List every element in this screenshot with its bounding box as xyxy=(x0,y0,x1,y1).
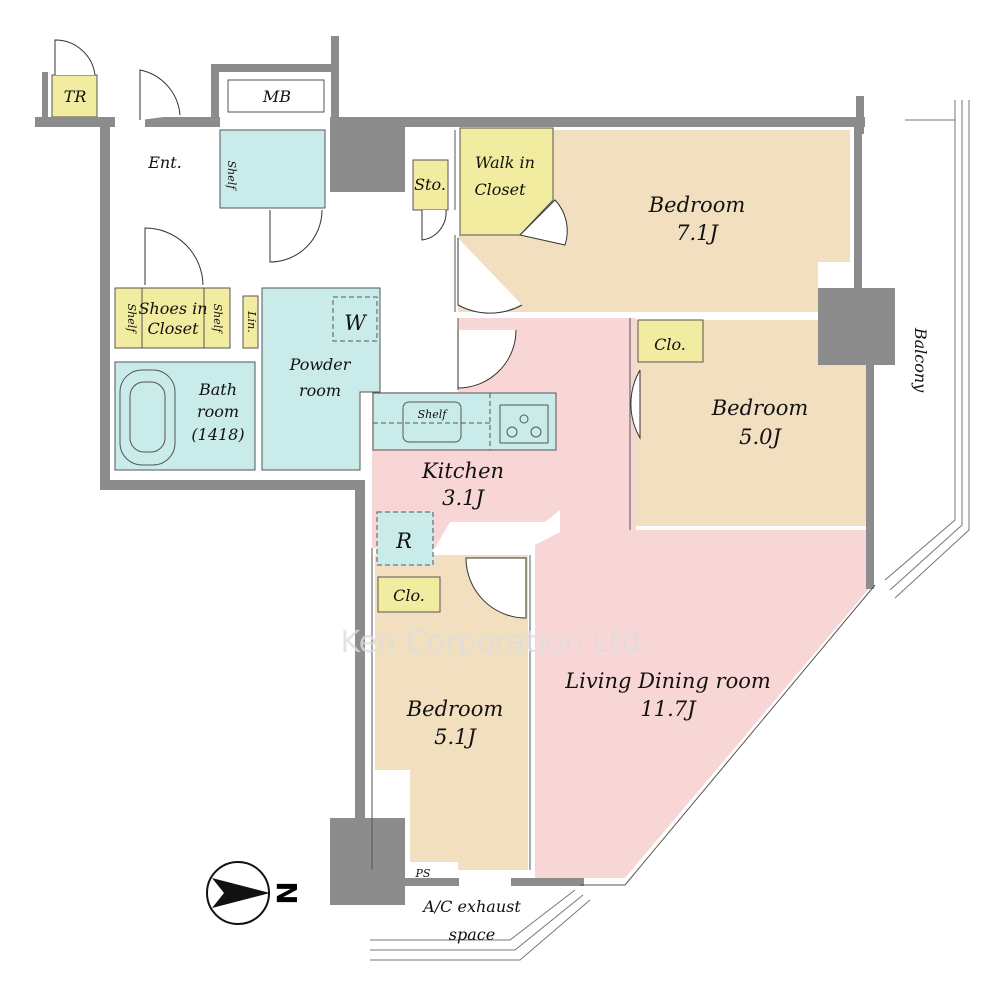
compass-label: N xyxy=(270,881,303,904)
fridge-space xyxy=(376,511,434,566)
living-dining-name: Living Dining room xyxy=(564,669,771,693)
living-dining-room xyxy=(372,318,868,878)
watermark: Ken Corporation Ltd. xyxy=(341,625,650,660)
kitchen-shelf-label: Shelf xyxy=(418,408,449,421)
clo-label: Clo. xyxy=(654,335,686,354)
washer-label: W xyxy=(344,311,368,335)
fridge-label: R xyxy=(395,529,412,553)
ac-exhaust-label-2: space xyxy=(449,925,495,944)
sink-icon xyxy=(402,401,462,443)
bedroom-5-1j-size: 5.1J xyxy=(434,725,477,749)
ps-label: PS xyxy=(415,867,431,880)
powder-room-label-2: room xyxy=(299,381,341,400)
walkin-label-2: Closet xyxy=(474,180,526,199)
shelf-label: Shelf xyxy=(211,304,224,335)
shoes-closet-label-2: Closet xyxy=(147,319,199,338)
clo-bedroom-5-1j xyxy=(377,576,441,613)
stove-icon xyxy=(499,404,549,444)
powder-room xyxy=(261,287,381,471)
washer-space xyxy=(332,296,378,342)
entrance-label: Ent. xyxy=(147,153,182,172)
bedroom-5-0j-name: Bedroom xyxy=(711,396,809,420)
bedroom-7-1j-name: Bedroom xyxy=(648,193,746,217)
bedroom-5-1j-name: Bedroom xyxy=(406,697,504,721)
living-dining-size: 11.7J xyxy=(640,697,697,721)
walk-in-closet xyxy=(459,127,554,236)
kitchen-size: 3.1J xyxy=(442,486,485,510)
bedroom-7-1j-size: 7.1J xyxy=(676,221,719,245)
linen-closet xyxy=(242,295,259,349)
shoes-closet xyxy=(114,287,231,349)
bathroom xyxy=(114,361,256,471)
ac-exhaust-label-1: A/C exhaust xyxy=(421,897,521,916)
shoes-closet-label-1: Shoes in xyxy=(138,299,207,318)
tr-box xyxy=(51,74,98,118)
powder-room-label-1: Powder xyxy=(289,355,352,374)
balcony-railing xyxy=(370,100,970,961)
bedroom-5-1j xyxy=(375,555,528,870)
bedroom-7-1j xyxy=(458,130,850,312)
storage-label: Sto. xyxy=(414,175,446,194)
bathtub-icon xyxy=(119,369,176,466)
north-compass-icon: N xyxy=(206,861,303,925)
tr-label: TR xyxy=(64,87,87,106)
walkin-label-1: Walk in xyxy=(475,153,535,172)
shelf-label: Shelf xyxy=(225,161,238,192)
shelf-label: Shelf xyxy=(125,304,138,335)
walls xyxy=(35,36,895,905)
toilet-room xyxy=(219,129,326,209)
kitchen-name: Kitchen xyxy=(421,459,504,483)
bathroom-label-1: Bath xyxy=(198,380,237,399)
balcony-label: Balcony xyxy=(911,327,930,393)
bathroom-label-3: (1418) xyxy=(191,425,244,444)
bathroom-label-2: room xyxy=(197,402,239,421)
clo-bedroom-5-0j xyxy=(637,319,704,363)
kitchen-counter xyxy=(372,392,557,451)
clo-label: Clo. xyxy=(393,586,425,605)
mb-label: MB xyxy=(262,87,291,106)
doors xyxy=(54,39,641,619)
bedroom-5-0j-size: 5.0J xyxy=(739,425,782,449)
linen-label: Lin. xyxy=(245,310,258,332)
